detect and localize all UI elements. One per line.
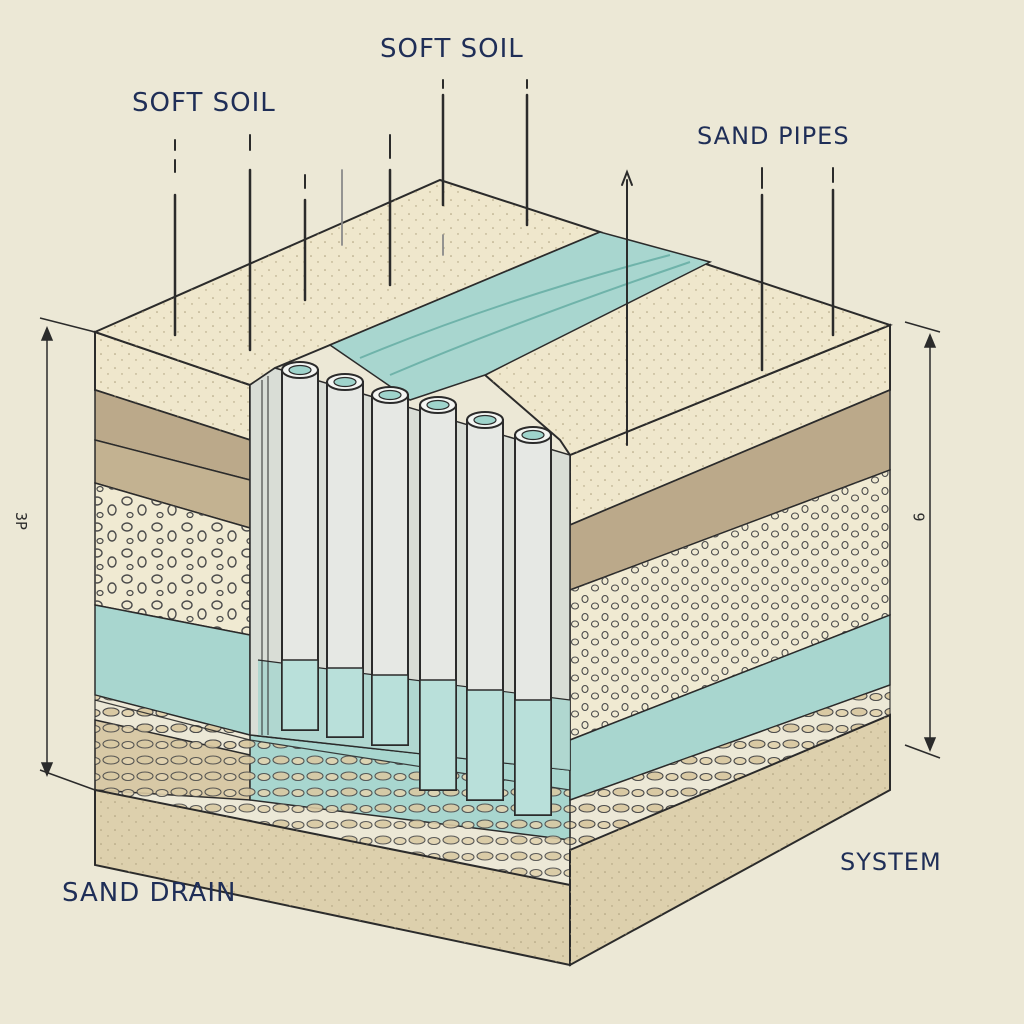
- right-front-face: [569, 323, 891, 967]
- sand-pipe-2: [326, 373, 364, 738]
- bottom-front-face: [94, 699, 571, 967]
- sand-pipe-5: [466, 411, 504, 801]
- label-soft-soil-top: SOFT SOIL: [380, 34, 524, 64]
- sand-pipes: [281, 361, 552, 816]
- label-sand-pipes: SAND PIPES: [697, 122, 850, 150]
- top-surface: [92, 178, 893, 457]
- sand-pipe-6: [514, 426, 552, 816]
- dimension-label-right: 9: [909, 512, 928, 522]
- label-system: SYSTEM: [840, 848, 942, 876]
- sand-pipe-3: [371, 386, 409, 746]
- sand-pipe-1: [281, 361, 319, 731]
- sand-pipe-4: [419, 396, 457, 791]
- label-soft-soil-left: SOFT SOIL: [132, 88, 276, 118]
- left-dimension-line: [39, 317, 96, 791]
- rod-markers: [173, 79, 835, 446]
- right-dimension-line: [904, 321, 941, 759]
- label-sand-drain: SAND DRAIN: [62, 878, 237, 908]
- dimension-label-left: 3P: [12, 511, 31, 531]
